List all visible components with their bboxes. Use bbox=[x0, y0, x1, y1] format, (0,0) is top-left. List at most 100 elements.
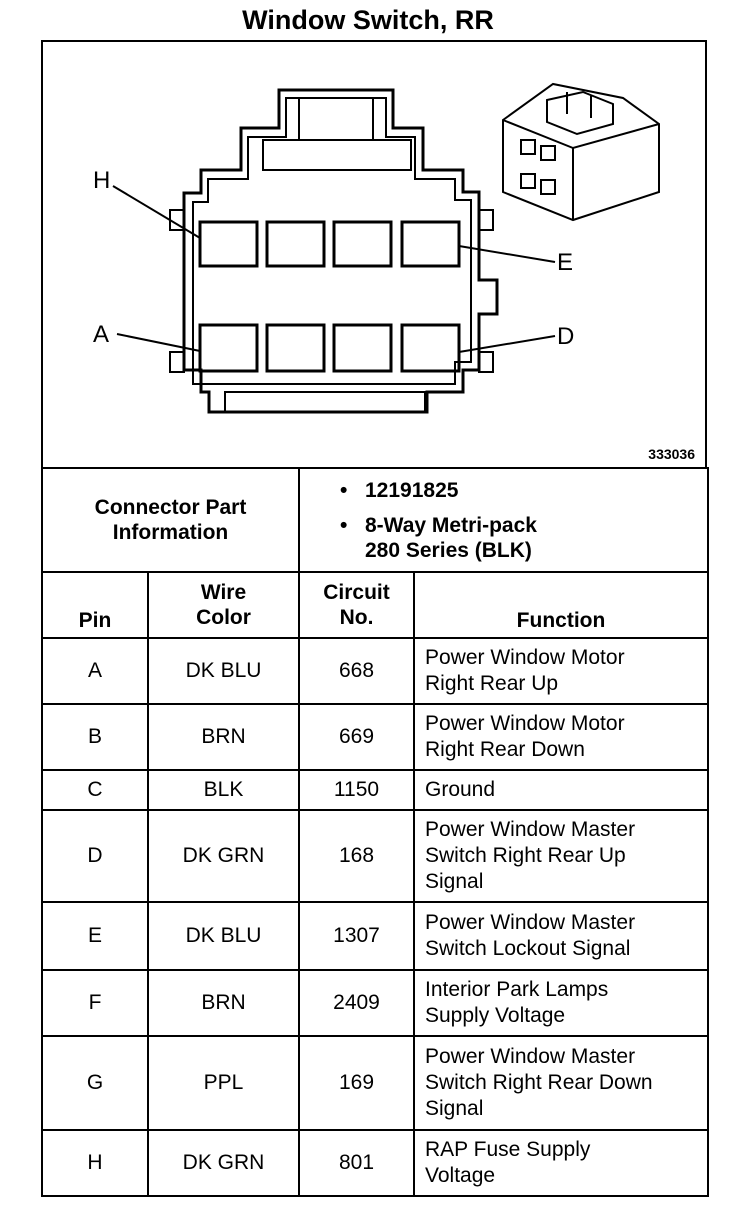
bullet-icon: • bbox=[340, 513, 348, 537]
connector-side-tab bbox=[169, 351, 185, 373]
leader-line-d bbox=[458, 335, 556, 353]
function-line: Signal bbox=[425, 1097, 484, 1120]
function-line: Switch Lockout Signal bbox=[425, 937, 631, 960]
function-line: Ground bbox=[425, 778, 496, 801]
leader-line-h bbox=[112, 185, 201, 239]
circuit-cell: 669 bbox=[298, 703, 415, 771]
cavity-b bbox=[265, 323, 326, 373]
function-line: Signal bbox=[425, 870, 484, 893]
wire-color-cell: BRN bbox=[147, 969, 300, 1037]
connector-info-label: Connector Part Information bbox=[41, 467, 300, 573]
circuit-cell: 168 bbox=[298, 809, 415, 903]
pin-cell: D bbox=[41, 809, 149, 903]
connector-side-tab bbox=[478, 351, 494, 373]
circuit-cell: 1307 bbox=[298, 901, 415, 971]
circuit-cell: 801 bbox=[298, 1129, 415, 1197]
function-line: Power Window Master bbox=[425, 1045, 636, 1068]
pin-cell: B bbox=[41, 703, 149, 771]
cavity-c bbox=[332, 323, 393, 373]
col-header-wire-color: Wire Color bbox=[147, 571, 300, 639]
pin-label-d: D bbox=[557, 323, 574, 350]
column-header-row: Pin Wire Color Circuit No. Function bbox=[41, 571, 709, 639]
page-title: Window Switch, RR bbox=[242, 5, 494, 35]
circuit-cell: 668 bbox=[298, 637, 415, 705]
cavity-d bbox=[400, 323, 461, 373]
circuit-cell: 1150 bbox=[298, 769, 415, 811]
function-line: Supply Voltage bbox=[425, 1004, 566, 1027]
connector-type-line1: 8-Way Metri-pack bbox=[365, 513, 537, 537]
connector-housing-inner bbox=[192, 97, 472, 385]
leader-line-e bbox=[458, 245, 556, 263]
wire-color-cell: DK GRN bbox=[147, 1129, 300, 1197]
function-line: Power Window Motor bbox=[425, 712, 625, 735]
cavity-a bbox=[198, 323, 259, 373]
leader-line-a bbox=[116, 333, 201, 352]
pin-cell: A bbox=[41, 637, 149, 705]
circuit-cell: 2409 bbox=[298, 969, 415, 1037]
connector-housing-outline bbox=[182, 88, 499, 414]
cavity-h bbox=[198, 220, 259, 268]
col-header-function: Function bbox=[413, 571, 709, 639]
function-line: Right Rear Up bbox=[425, 672, 559, 695]
function-line: Power Window Motor bbox=[425, 646, 625, 669]
connector-info-values: • 12191825 • 8-Way Metri-pack 280 Series… bbox=[298, 467, 709, 573]
connector-bottom-rail bbox=[224, 391, 426, 413]
circuit-cell: 169 bbox=[298, 1035, 415, 1131]
wire-color-cell: DK BLU bbox=[147, 637, 300, 705]
connector-side-tab bbox=[478, 209, 494, 231]
pinout-table: Connector Part Information • 12191825 • … bbox=[41, 467, 709, 1197]
connector-type-item: • 8-Way Metri-pack 280 Series (BLK) bbox=[340, 513, 707, 563]
pin-label-h: H bbox=[93, 167, 110, 194]
connector-info-row: Connector Part Information • 12191825 • … bbox=[41, 467, 709, 573]
pin-label-a: A bbox=[93, 321, 109, 348]
part-number: 12191825 bbox=[365, 478, 459, 502]
connector-diagram: H E A D 333036 bbox=[41, 40, 707, 467]
function-line: Switch Right Rear Down bbox=[425, 1071, 653, 1094]
pin-cell: F bbox=[41, 969, 149, 1037]
function-line: RAP Fuse Supply bbox=[425, 1138, 591, 1161]
pin-cell: C bbox=[41, 769, 149, 811]
function-line: Power Window Master bbox=[425, 818, 636, 841]
wire-color-cell: DK BLU bbox=[147, 901, 300, 971]
connector-iso-thumbnail bbox=[502, 82, 660, 222]
cavity-g bbox=[265, 220, 326, 268]
wire-color-cell: BLK bbox=[147, 769, 300, 811]
col-header-pin: Pin bbox=[41, 571, 149, 639]
function-line: Right Rear Down bbox=[425, 738, 585, 761]
pin-label-e: E bbox=[557, 249, 573, 276]
function-line: Power Window Master bbox=[425, 911, 636, 934]
function-line: Voltage bbox=[425, 1164, 496, 1187]
wire-color-cell: BRN bbox=[147, 703, 300, 771]
wire-color-cell: PPL bbox=[147, 1035, 300, 1131]
function-line: Switch Right Rear Up bbox=[425, 844, 626, 867]
function-cell: Ground bbox=[413, 769, 709, 811]
cavity-e bbox=[400, 220, 461, 268]
figure-number: 333036 bbox=[648, 446, 695, 462]
part-number-item: • 12191825 bbox=[340, 478, 707, 503]
cavity-f bbox=[332, 220, 393, 268]
pin-cell: E bbox=[41, 901, 149, 971]
connector-type-line2: 280 Series (BLK) bbox=[365, 538, 532, 562]
function-line: Interior Park Lamps bbox=[425, 978, 609, 1001]
connector-face-drawing: H E A D bbox=[93, 82, 660, 414]
col-header-circuit: Circuit No. bbox=[298, 571, 415, 639]
pin-cell: H bbox=[41, 1129, 149, 1197]
wire-color-cell: DK GRN bbox=[147, 809, 300, 903]
connector-latch bbox=[262, 139, 412, 171]
